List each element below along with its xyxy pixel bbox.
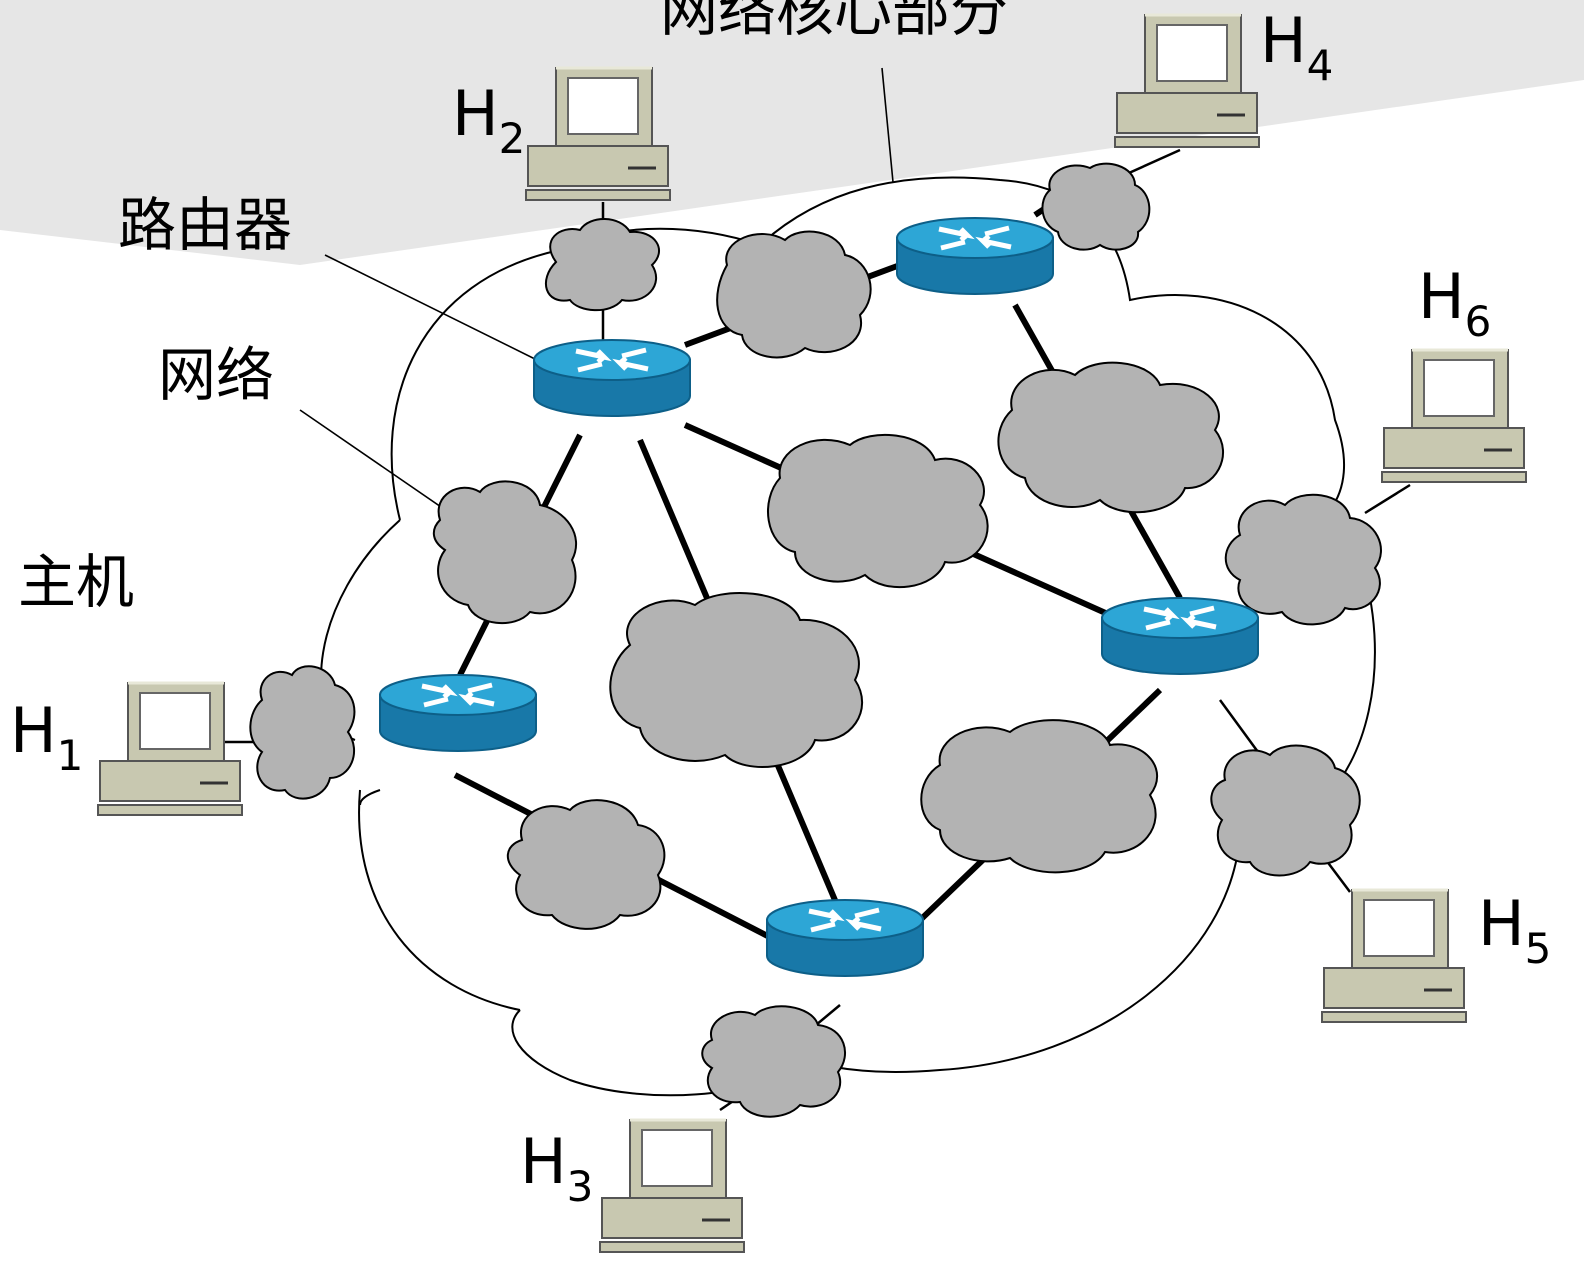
computer-icon <box>598 1118 746 1254</box>
network-cloud <box>920 719 1159 874</box>
router-icon <box>897 218 1053 294</box>
host-label-h6: H6 <box>1418 260 1491 346</box>
network-cloud <box>997 361 1225 514</box>
host-label-h1: H1 <box>10 694 83 780</box>
computer-icon <box>96 681 244 817</box>
host-label-h4: H4 <box>1260 4 1333 90</box>
router-icon <box>1102 598 1258 674</box>
computer-icon <box>1380 348 1528 484</box>
network-cloud <box>432 480 578 625</box>
network-cloud <box>1224 493 1382 626</box>
network-label: 网络 <box>158 341 274 409</box>
network-cloud <box>249 665 356 800</box>
network-cloud <box>609 592 864 768</box>
host-label-h3: H3 <box>520 1125 593 1211</box>
network-cloud <box>545 218 660 312</box>
network-clouds <box>249 162 1382 1118</box>
callout-lines <box>299 67 894 521</box>
network-cloud <box>767 433 989 588</box>
host-label-h5: H5 <box>1478 887 1551 973</box>
router-icon <box>380 675 536 751</box>
router-icon <box>534 340 690 416</box>
network-cloud <box>506 799 666 930</box>
host-label: 主机 <box>18 548 134 616</box>
network-cloud <box>701 1005 847 1118</box>
core-label: 网络核心部分 <box>660 0 1008 44</box>
router-label: 路由器 <box>118 191 292 259</box>
network-cloud <box>1210 744 1361 877</box>
router-icon <box>767 900 923 976</box>
network-cloud <box>1041 162 1151 251</box>
computer-icon <box>1320 888 1468 1024</box>
host-label-h2: H2 <box>452 77 525 163</box>
network-cloud <box>716 230 872 359</box>
